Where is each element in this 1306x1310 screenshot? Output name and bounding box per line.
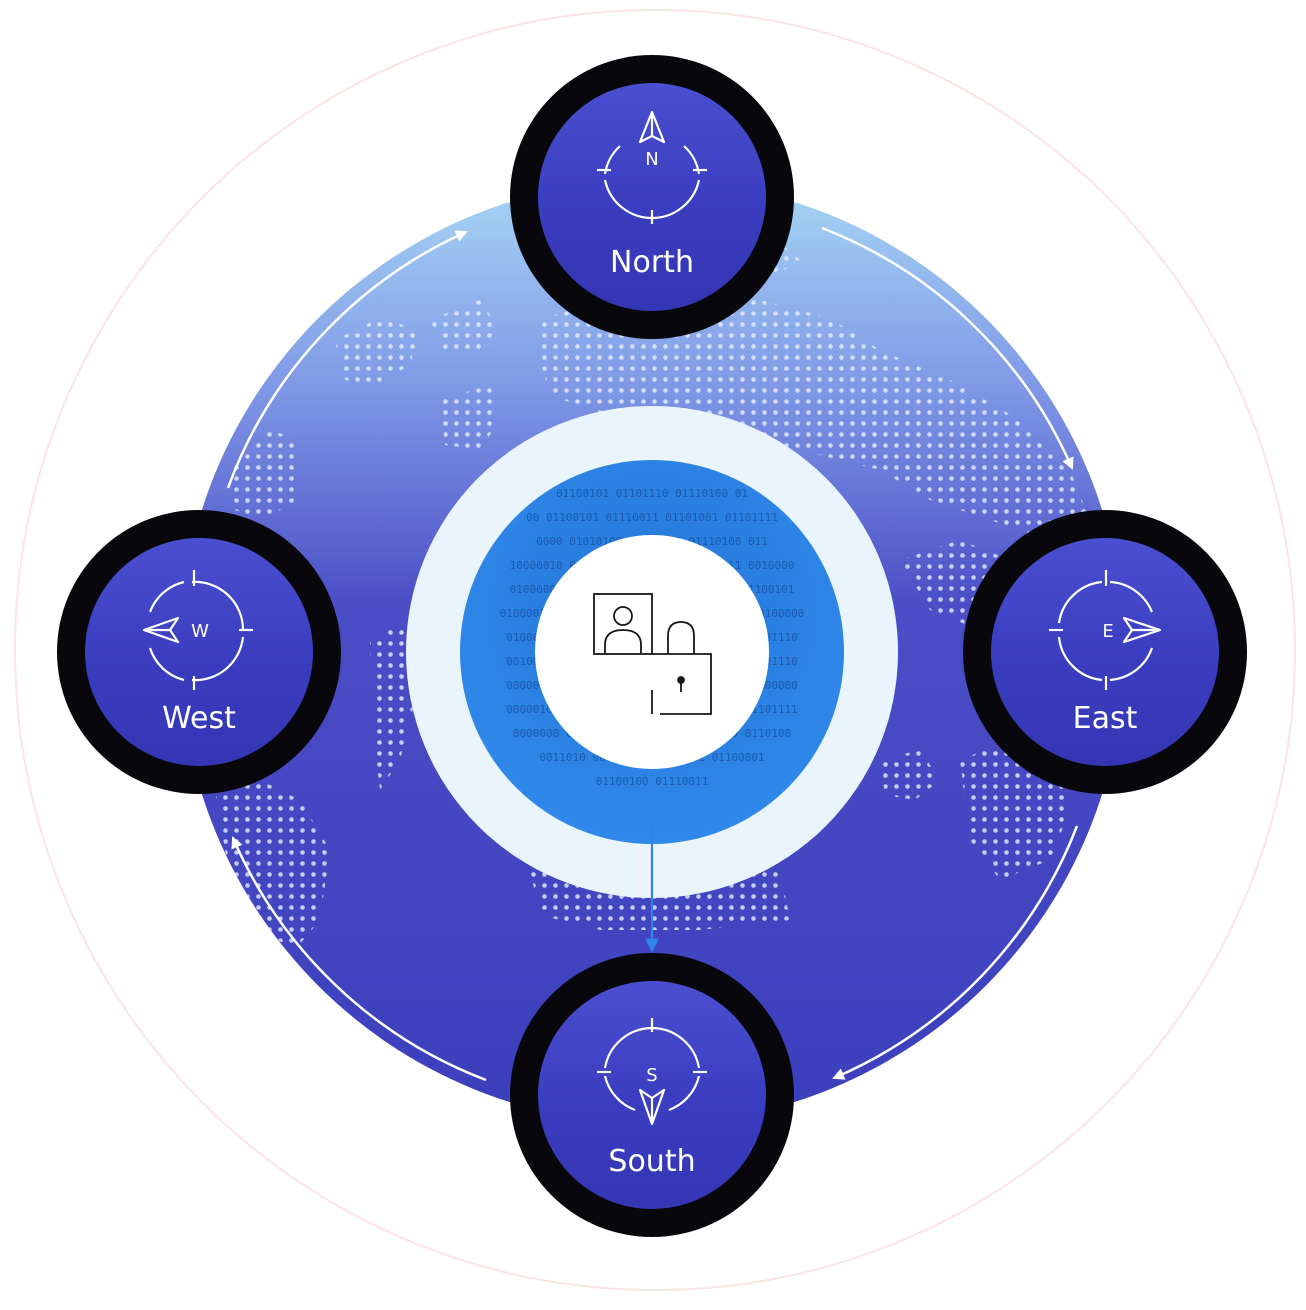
user-profile-lock-icon: [593, 593, 712, 715]
arrow-east-to-south: [832, 825, 1079, 1080]
center-hub: 01100101 01101110 01110100 01 00 01100101…: [406, 406, 898, 898]
compass-north-icon: [597, 110, 707, 224]
north-node[interactable]: N North: [510, 55, 794, 339]
binary-row: 01100101 01101110 01110100 01: [556, 487, 748, 500]
north-letter: N: [645, 149, 658, 170]
compass-east-icon: [1049, 570, 1162, 690]
east-letter: E: [1102, 621, 1113, 642]
compass-south-icon: [597, 1018, 707, 1126]
binary-row: 00 01100101 01110011 01101001 01101111: [526, 511, 778, 524]
outer-ring: [14, 9, 1296, 1291]
north-label: North: [610, 245, 694, 280]
flow-arrows: [226, 226, 1079, 1082]
west-letter: W: [191, 621, 209, 642]
arrow-south-to-west: [231, 836, 487, 1082]
south-letter: S: [646, 1065, 657, 1086]
east-node[interactable]: E East: [963, 510, 1247, 794]
east-label: East: [1073, 701, 1138, 736]
west-node[interactable]: W West: [57, 510, 341, 794]
compass-west-icon: [142, 570, 253, 690]
arrow-west-to-north: [226, 230, 468, 489]
west-label: West: [162, 701, 236, 736]
arrow-north-to-east: [821, 226, 1074, 470]
south-label: South: [608, 1144, 695, 1179]
south-node[interactable]: S South: [510, 953, 794, 1237]
